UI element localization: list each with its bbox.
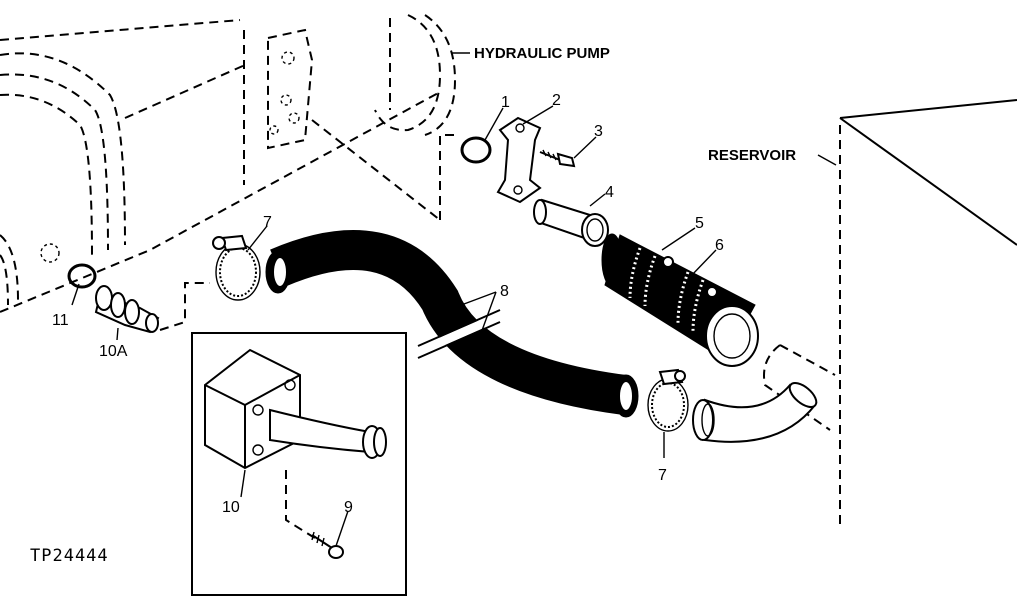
o-ring-11 bbox=[67, 263, 97, 289]
callout-9: 9 bbox=[344, 499, 353, 516]
hose-clamp-7-top bbox=[212, 234, 261, 301]
o-ring-1 bbox=[460, 136, 492, 164]
callout-10: 10 bbox=[222, 499, 240, 516]
label-reservoir: RESERVOIR bbox=[708, 147, 796, 164]
adapter-tube-4 bbox=[533, 198, 609, 247]
hydraulic-pump bbox=[243, 14, 470, 221]
label-hydraulic-pump: HYDRAULIC PUMP bbox=[474, 45, 610, 62]
reservoir-elbow-tube bbox=[692, 382, 818, 443]
callout-4: 4 bbox=[605, 184, 614, 201]
leader-lines bbox=[71, 105, 717, 547]
manifold-block-10 bbox=[204, 348, 387, 470]
figure-reference: TP24444 bbox=[30, 546, 109, 566]
callout-1: 1 bbox=[501, 94, 510, 111]
hose-5 bbox=[601, 233, 759, 367]
cap-screw-9 bbox=[285, 470, 344, 559]
hose-clamp-7-bottom bbox=[647, 368, 689, 432]
callout-2: 2 bbox=[552, 92, 561, 109]
hose-8 bbox=[265, 230, 639, 418]
engine-housing-outline bbox=[0, 19, 441, 313]
callout-11: 11 bbox=[52, 312, 69, 329]
inset-detail-box bbox=[191, 332, 407, 596]
split-flange-2 bbox=[496, 116, 542, 204]
callout-7-bottom: 7 bbox=[658, 467, 667, 484]
callout-8: 8 bbox=[500, 283, 509, 300]
callout-6: 6 bbox=[715, 237, 724, 254]
reservoir bbox=[763, 99, 1017, 525]
port-fittings-outline bbox=[40, 243, 210, 331]
callout-10a: 10A bbox=[99, 343, 128, 360]
callout-7-top: 7 bbox=[263, 214, 272, 231]
hose-clamps-6 bbox=[628, 247, 718, 332]
fitting-10a bbox=[94, 285, 160, 334]
callout-5: 5 bbox=[695, 215, 704, 232]
cap-screw-3 bbox=[539, 149, 576, 168]
callout-3: 3 bbox=[594, 123, 603, 140]
